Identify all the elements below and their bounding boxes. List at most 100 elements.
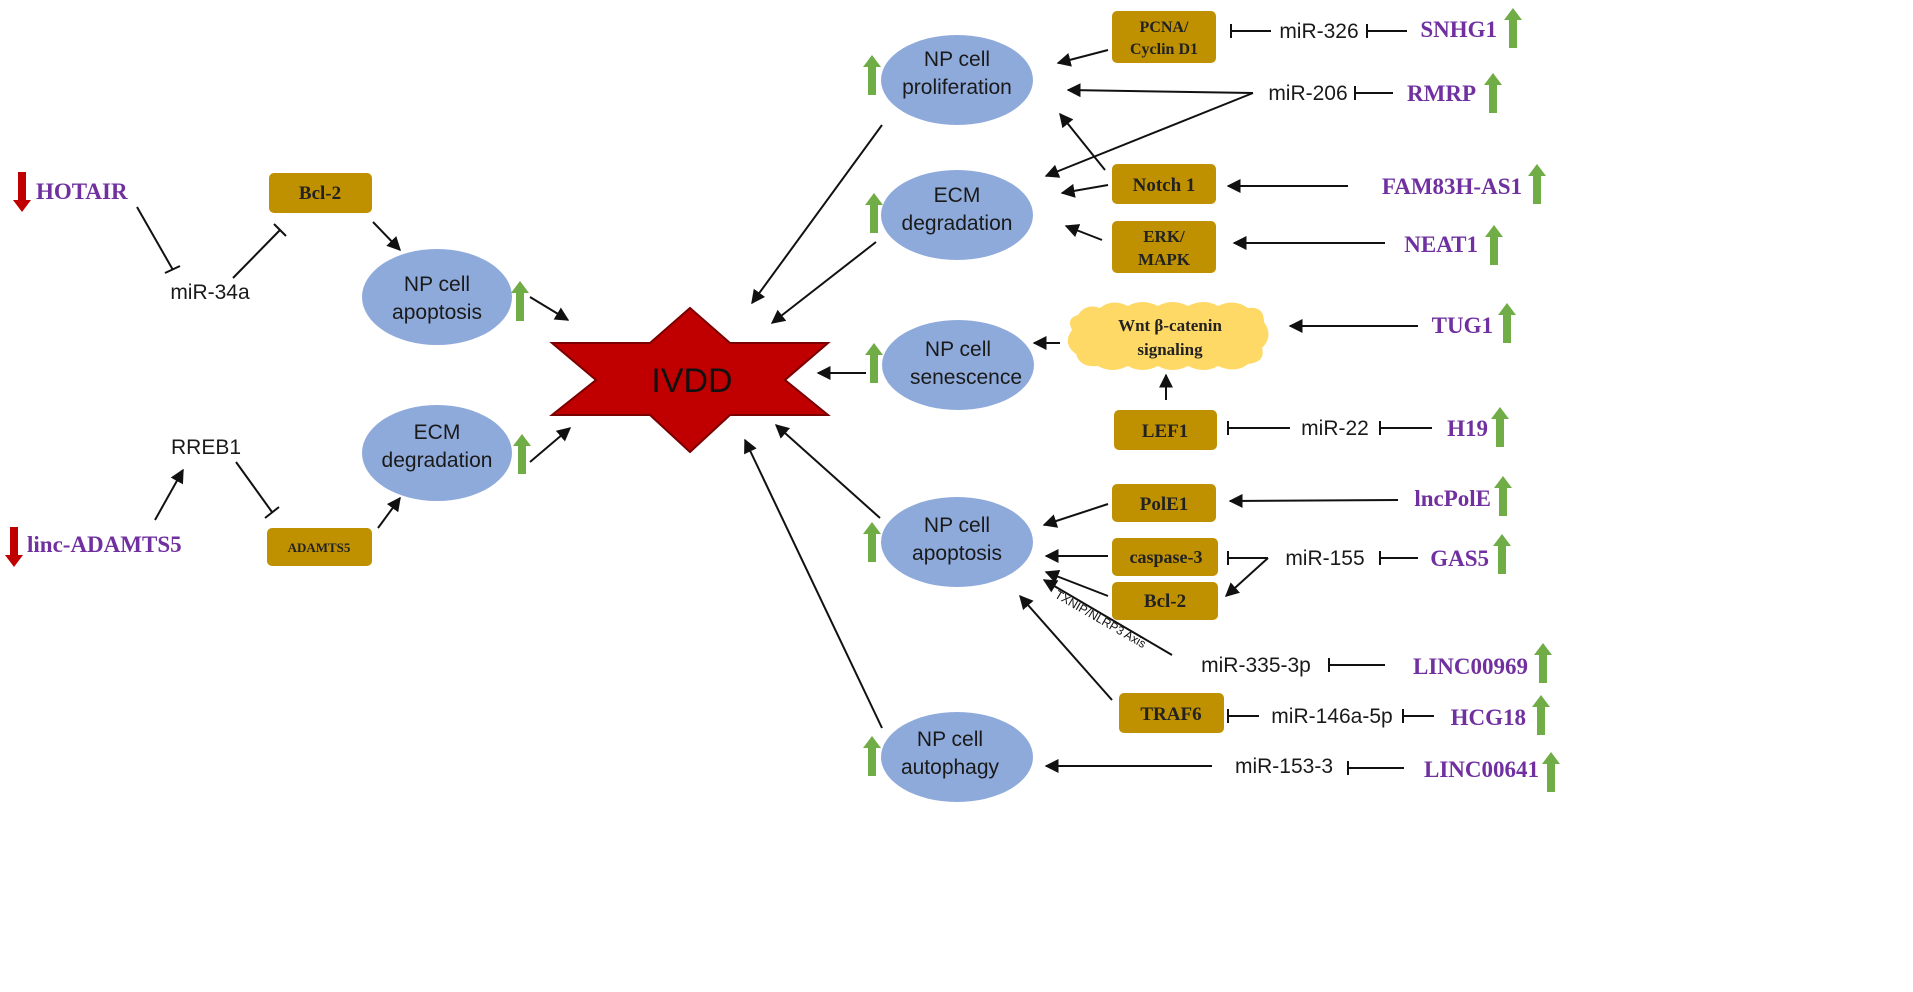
inhibit-bar [273, 223, 287, 237]
pole1-box: PolE1 [1112, 484, 1216, 522]
inhibit-bar [264, 506, 280, 519]
bcl2-box: Bcl-2 [1112, 582, 1218, 620]
left-bcl2-label: Bcl-2 [299, 183, 341, 204]
ivdd-lncrna-diagram: TXNIP/NLRP3 Axis IVDD NP cell apoptosis … [5, 8, 1560, 802]
adamts5-label: ADAMTS5 [288, 540, 351, 555]
up-arrow-icon [1494, 476, 1512, 516]
left-apoptosis-ellipse [362, 249, 512, 345]
up-arrow-icon [511, 281, 529, 321]
senescence-node: NP cell senescence [882, 320, 1034, 410]
apoptosis-label-1: NP cell [924, 514, 990, 537]
up-arrow-icon [1532, 695, 1550, 735]
left-bcl2-box: Bcl-2 [269, 173, 372, 213]
traf6-label: TRAF6 [1140, 704, 1201, 725]
erk-label-1: ERK/ [1143, 227, 1185, 246]
autophagy-ellipse [881, 712, 1033, 802]
autophagy-to-ivdd [744, 438, 883, 729]
up-arrow-icon [513, 434, 531, 474]
mir22-label: miR-22 [1301, 417, 1369, 440]
lncpole-to-pole1 [1228, 493, 1399, 508]
ecm-label-2: degradation [902, 212, 1013, 235]
apoptosis-label-2: apoptosis [912, 542, 1002, 565]
gas5-label: GAS5 [1430, 546, 1489, 571]
erk-box: ERK/ MAPK [1112, 221, 1216, 273]
gene-boxes: Bcl-2 ADAMTS5 PCNA/ Cyclin D1 Notch 1 ER… [267, 11, 1224, 733]
wnt-label-2: signaling [1137, 340, 1203, 359]
up-arrow-icon [1493, 534, 1511, 574]
senescence-label-1: NP cell [925, 338, 991, 361]
neat1-label: NEAT1 [1404, 232, 1478, 257]
mir206-to-ecm [1044, 92, 1254, 178]
proliferation-node: NP cell proliferation [881, 35, 1033, 125]
traf6-to-apoptosis [1019, 594, 1113, 701]
up-arrow-icon [863, 55, 881, 95]
up-arrow-icon [1528, 164, 1546, 204]
process-nodes: NP cell apoptosis ECM degradation NP cel… [362, 35, 1034, 802]
linc-adamts5-to-rreb1 [154, 468, 184, 521]
ecm-node: ECM degradation [881, 170, 1033, 260]
autophagy-node: NP cell autophagy [881, 712, 1033, 802]
proliferation-to-ivdd [751, 124, 883, 305]
up-arrow-icon [1498, 303, 1516, 343]
left-ecm-to-ivdd [529, 427, 572, 463]
hotair-inhibits-mir34a [136, 206, 174, 271]
up-arrow-icon [1542, 752, 1560, 792]
mir206-label: miR-206 [1268, 82, 1347, 105]
caspase3-box: caspase-3 [1112, 538, 1218, 576]
rreb1-label: RREB1 [171, 436, 241, 459]
lncrna-labels: HOTAIR linc-ADAMTS5 SNHG1 RMRP FAM83H-AS… [27, 17, 1539, 782]
autophagy-label-1: NP cell [917, 728, 983, 751]
up-arrow-icon [865, 193, 883, 233]
ecm-label-1: ECM [934, 184, 981, 207]
regulation-arrows [5, 8, 1560, 792]
left-ecm-ellipse [362, 405, 512, 501]
up-arrow-icon [1504, 8, 1522, 48]
left-apoptosis-to-ivdd [529, 296, 570, 321]
proliferation-ellipse [881, 35, 1033, 125]
rmrp-label: RMRP [1407, 81, 1476, 106]
inhibit-bar [164, 265, 181, 274]
left-apoptosis-label-2: apoptosis [392, 301, 482, 324]
mir206-to-proliferation [1066, 83, 1254, 98]
left-apoptosis-label-1: NP cell [404, 273, 470, 296]
rreb1-inhibits-adamts5 [235, 461, 273, 513]
up-arrow-icon [863, 522, 881, 562]
bcl2-to-apoptosis [1044, 570, 1109, 597]
pcna-label-1: PCNA/ [1140, 19, 1189, 36]
apoptosis-node: NP cell apoptosis [881, 497, 1033, 587]
adamts5-to-left-ecm [377, 496, 401, 529]
lncpole-label: lncPolE [1414, 486, 1491, 511]
snhg1-label: SNHG1 [1420, 17, 1497, 42]
mir155-label: miR-155 [1285, 547, 1364, 570]
notch1-box: Notch 1 [1112, 164, 1216, 204]
autophagy-label-2: autophagy [901, 756, 1000, 779]
erk-to-ecm [1064, 224, 1103, 241]
senescence-label-2: senescence [910, 366, 1022, 389]
linc00969-label: LINC00969 [1413, 654, 1528, 679]
mir34a-label: miR-34a [170, 281, 250, 304]
bcl2-label: Bcl-2 [1144, 591, 1186, 612]
ecm-to-ivdd [770, 241, 877, 324]
hcg18-label: HCG18 [1451, 705, 1526, 730]
left-ecm-label-2: degradation [382, 449, 493, 472]
bcl2-to-left-apoptosis [372, 221, 401, 252]
up-arrow-icon [1485, 225, 1503, 265]
ivdd-node: IVDD [549, 306, 831, 454]
notch1-label: Notch 1 [1133, 175, 1196, 196]
ivdd-label: IVDD [651, 362, 732, 400]
mir1533-label: miR-153-3 [1235, 755, 1333, 778]
erk-label-2: MAPK [1138, 250, 1191, 269]
up-arrow-icon [863, 736, 881, 776]
apoptosis-to-ivdd [774, 424, 881, 519]
down-arrow-icon [13, 172, 31, 212]
up-arrow-icon [1534, 643, 1552, 683]
caspase3-label: caspase-3 [1130, 547, 1203, 567]
pcna-box: PCNA/ Cyclin D1 [1112, 11, 1216, 63]
mir3353p-label: miR-335-3p [1201, 654, 1311, 677]
ecm-ellipse [881, 170, 1033, 260]
mir3353p-to-apoptosis [1042, 579, 1173, 656]
up-arrow-icon [1484, 73, 1502, 113]
mir155-to-bcl2 [1224, 557, 1269, 597]
pole1-label: PolE1 [1140, 494, 1189, 515]
pcna-to-proliferation [1056, 49, 1109, 67]
